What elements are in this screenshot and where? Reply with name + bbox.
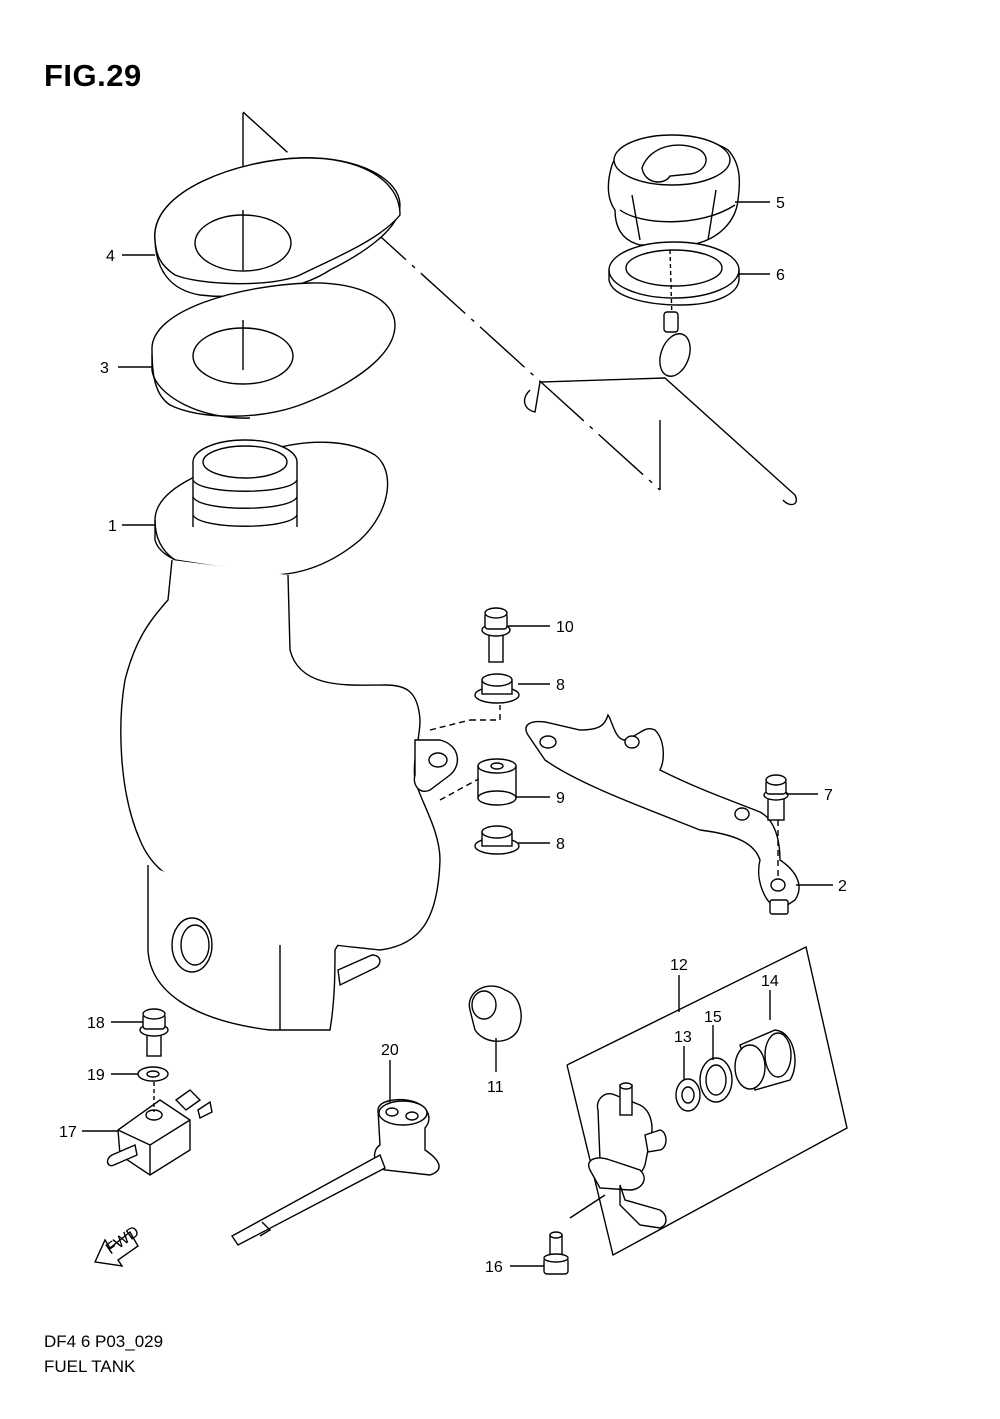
callout-10: 10 (556, 619, 574, 636)
callout-12: 12 (670, 957, 688, 974)
callout-9: 9 (556, 790, 565, 807)
callout-5: 5 (776, 195, 785, 212)
callout-1: 1 (108, 518, 117, 535)
washer-13 (675, 1078, 701, 1112)
figure-title: FIG.29 (44, 58, 142, 93)
callout-20: 20 (381, 1042, 399, 1059)
figure-name: FUEL TANK (44, 1357, 136, 1376)
gasket-4 (154, 157, 401, 297)
bolt-7 (763, 774, 789, 821)
forward-arrow-icon: FWD (93, 1223, 143, 1267)
callout-19: 19 (87, 1067, 105, 1084)
bolt-10 (481, 607, 511, 663)
retaining-chain (523, 249, 797, 506)
callout-13: 13 (674, 1029, 692, 1046)
callout-14: 14 (761, 973, 779, 990)
bracket-2 (525, 713, 800, 915)
grommet-9 (477, 758, 517, 806)
fuel-connector-17 (106, 1082, 213, 1176)
figure-code: DF4 6 P03_029 (44, 1332, 164, 1351)
gasket-3 (151, 282, 396, 419)
callout-3: 3 (100, 360, 109, 377)
callout-6: 6 (776, 267, 785, 284)
callout-8-lower: 8 (556, 836, 565, 853)
filler-cap-5 (607, 134, 741, 246)
callout-4: 4 (106, 248, 115, 265)
bolt-16 (543, 1231, 569, 1275)
callout-labels: 1 2 3 4 5 6 7 8 8 9 10 11 12 13 14 15 16… (59, 195, 847, 1276)
knob-11 (468, 985, 522, 1042)
collar-8-lower (474, 825, 520, 855)
collar-8-upper (474, 673, 520, 704)
callout-11: 11 (487, 1079, 504, 1096)
cap-gasket-6 (608, 241, 740, 306)
washer-19 (137, 1066, 169, 1082)
o-ring-15 (699, 1057, 733, 1103)
bolt-18 (139, 1008, 169, 1057)
callout-2: 2 (838, 878, 847, 895)
fuel-gauge-20 (230, 1098, 440, 1246)
leader-lines (82, 201, 833, 1267)
fuel-cock-assembly-12 (566, 945, 848, 1257)
callout-15: 15 (704, 1009, 722, 1026)
callout-18: 18 (87, 1015, 105, 1032)
filter-14 (734, 1029, 796, 1091)
callout-7: 7 (824, 787, 833, 804)
callout-17: 17 (59, 1124, 77, 1141)
callout-16: 16 (485, 1259, 503, 1276)
fuel-tank-1 (120, 439, 501, 1031)
callout-8-upper: 8 (556, 677, 565, 694)
